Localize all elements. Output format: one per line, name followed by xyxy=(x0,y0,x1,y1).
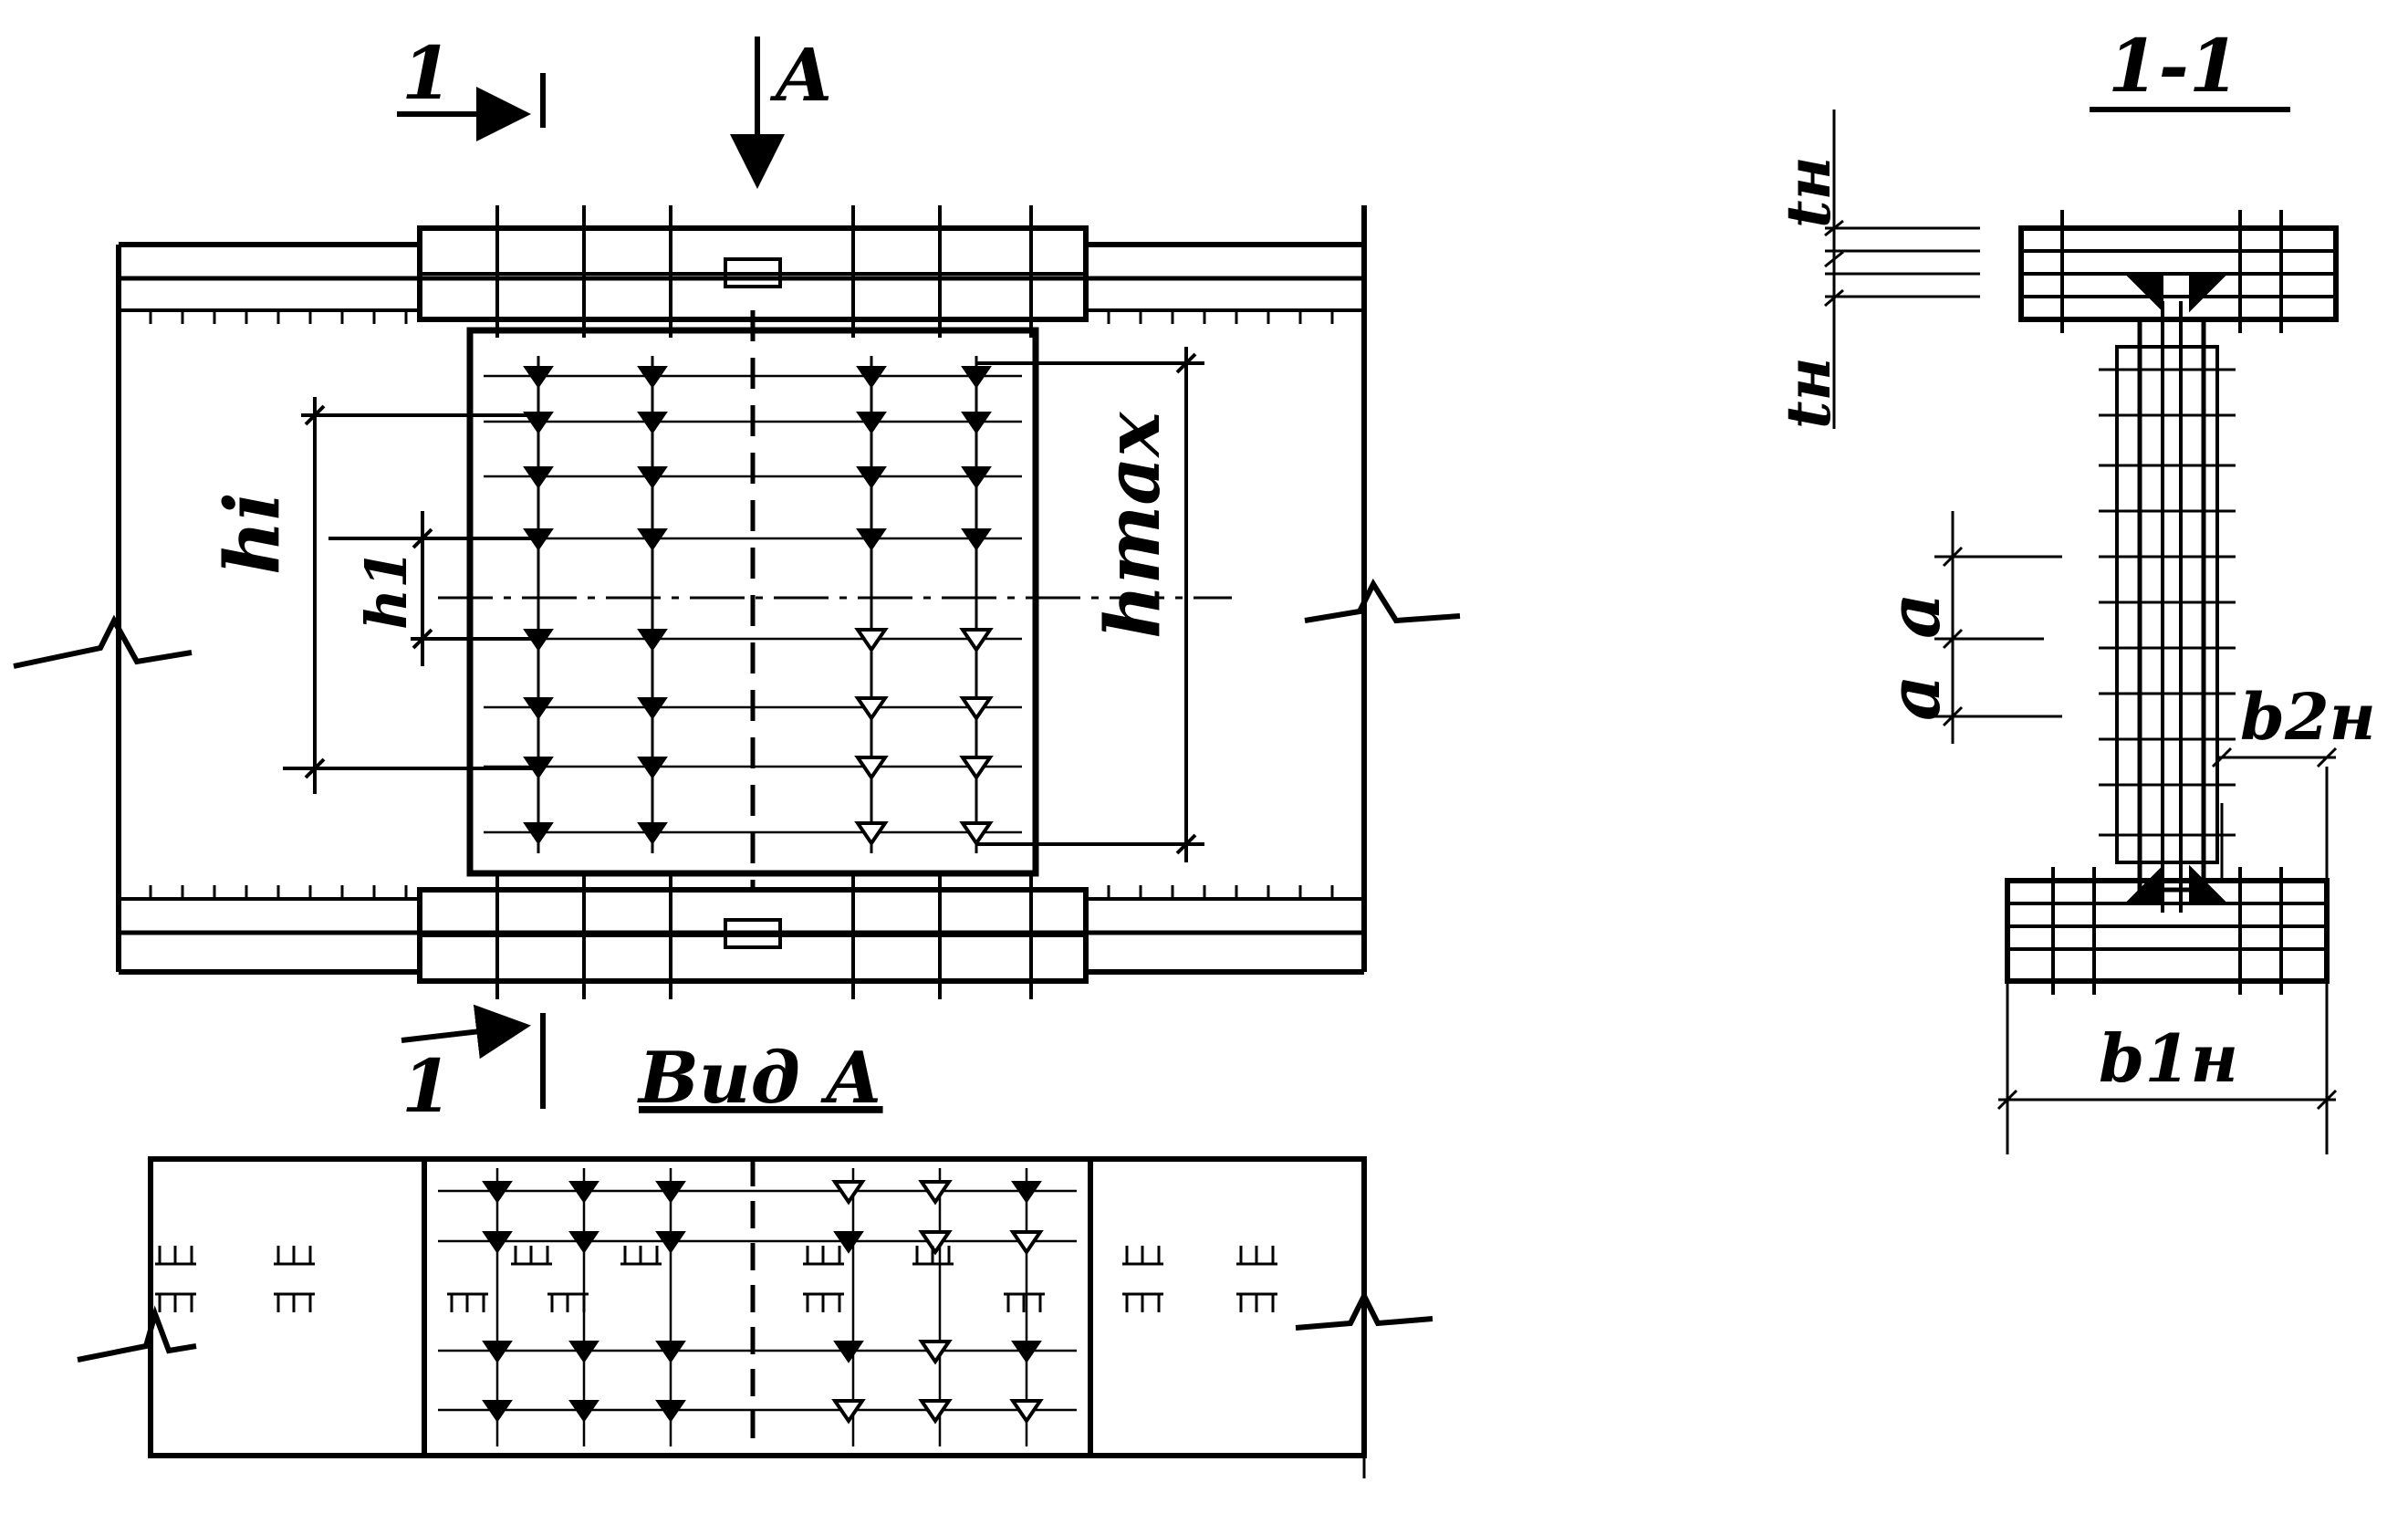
dim-label-h1: h1 xyxy=(353,549,420,630)
section-mark-top: 1 xyxy=(401,30,453,116)
section-1-1 xyxy=(1824,107,2339,1154)
section-mark-bottom: 1 xyxy=(401,1043,453,1129)
view-a xyxy=(77,1156,1433,1478)
dim-label-tn-bottom: tн xyxy=(1773,357,1844,429)
section-title: 1-1 xyxy=(2108,23,2240,109)
view-arrow-label: A xyxy=(769,32,832,118)
dim-label-a-2: a xyxy=(1873,674,1956,721)
dim-label-tn-top: tн xyxy=(1773,156,1844,228)
dim-label-b1n: b1н xyxy=(2099,1019,2238,1097)
view-a-title: Вид А xyxy=(637,1037,883,1120)
dim-label-hi: hi xyxy=(209,492,297,575)
dim-label-a-1: a xyxy=(1873,592,1956,639)
dim-label-hmax: hmax xyxy=(1089,411,1177,639)
dim-label-b2n: b2н xyxy=(2240,679,2376,755)
elevation-view xyxy=(13,37,1461,1109)
